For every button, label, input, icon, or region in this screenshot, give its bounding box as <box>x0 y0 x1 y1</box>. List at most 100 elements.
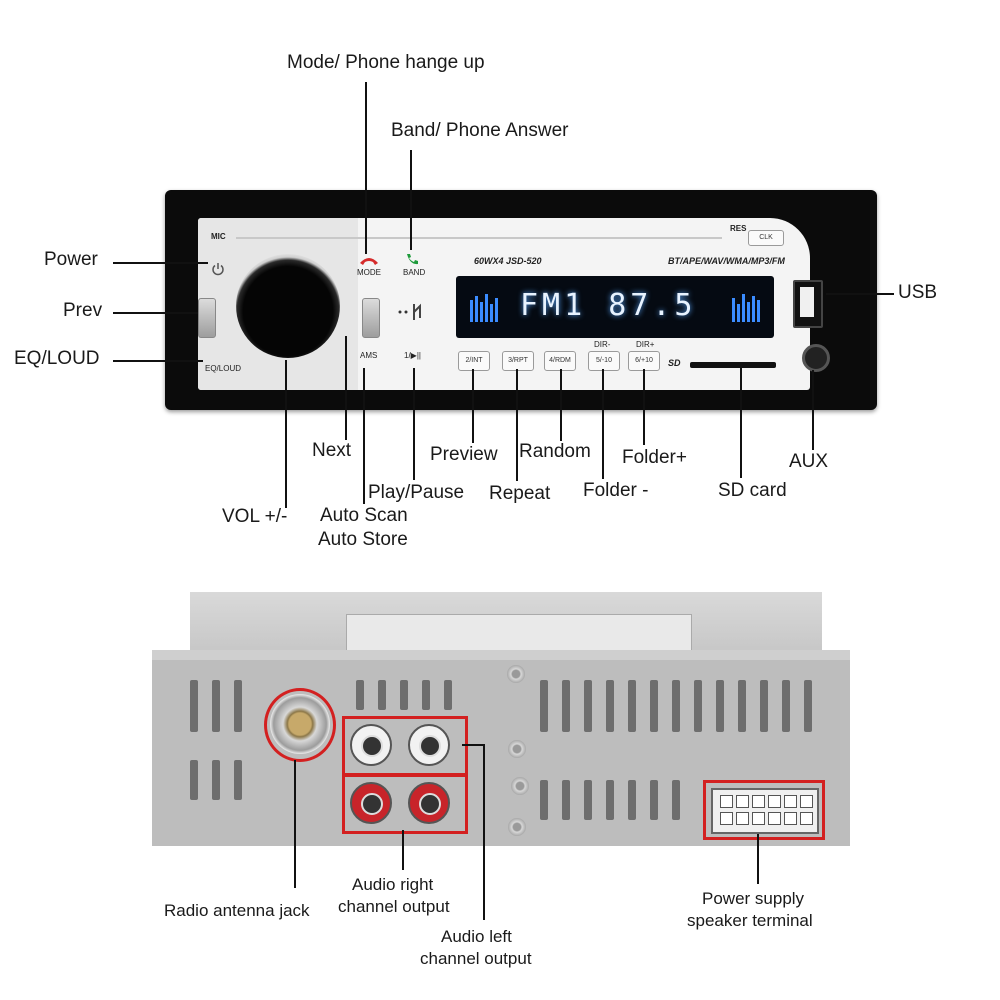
audio-left-rca-white-2[interactable] <box>408 724 450 766</box>
label-preview: Preview <box>430 444 498 465</box>
button-5-minus10[interactable]: 5/-10 <box>588 351 620 371</box>
vent-slot <box>540 780 548 820</box>
vent-slot <box>760 680 768 732</box>
audio-right-rca-red[interactable] <box>350 782 392 824</box>
button-3-label: 3/RPT <box>508 357 528 364</box>
button-5-label: 5/-10 <box>596 357 612 364</box>
vent-slot <box>672 780 680 820</box>
sd-card-slot[interactable] <box>690 362 776 368</box>
leader-audio-right <box>402 830 404 870</box>
screw <box>511 777 529 795</box>
vent-slot <box>378 680 386 710</box>
mic-label: MIC <box>211 232 226 241</box>
button-6-label: 6/+10 <box>635 357 653 364</box>
vent-slot <box>190 680 198 732</box>
label-power-2: speaker terminal <box>687 911 813 930</box>
volume-knob[interactable] <box>236 254 340 358</box>
label-random: Random <box>519 441 591 462</box>
usb-port-inner <box>800 287 814 317</box>
terminal-pin <box>752 812 765 825</box>
vent-slot <box>422 680 430 710</box>
vent-slot <box>738 680 746 732</box>
formats-label: BT/APE/WAV/WMA/MP3/FM <box>668 256 785 266</box>
audio-right-highlight <box>342 774 468 834</box>
leader-folder-plus <box>643 369 645 445</box>
leader-eq <box>113 360 203 362</box>
leader-repeat <box>516 369 518 481</box>
leader-next <box>345 336 347 440</box>
label-vol: VOL +/- <box>222 506 288 527</box>
label-power: Power <box>44 249 98 270</box>
clk-label: CLK <box>759 234 773 241</box>
label-audio-right-1: Audio right <box>352 875 434 894</box>
vent-slot <box>562 780 570 820</box>
label-usb: USB <box>898 282 938 303</box>
button-2-label: 2/INT <box>465 357 483 364</box>
vent-slot <box>356 680 364 710</box>
rca-pin <box>361 793 383 815</box>
button-6-plus10[interactable]: 6/+10 <box>628 351 660 371</box>
leader-sd <box>740 368 742 478</box>
vent-slot <box>584 780 592 820</box>
res-label: RES <box>730 224 747 233</box>
dir-minus-label: DIR- <box>594 340 611 349</box>
prev-button[interactable] <box>198 298 216 338</box>
vent-slot <box>628 780 636 820</box>
label-prev: Prev <box>63 300 103 321</box>
label-mode: Mode/ Phone hange up <box>287 52 485 73</box>
vent-slot <box>716 680 724 732</box>
label-audio-left-1: Audio left <box>441 927 512 946</box>
vent-slot <box>672 680 680 732</box>
button-4-rdm[interactable]: 4/RDM <box>544 351 576 371</box>
terminal-pin <box>800 795 813 808</box>
eq-bars-right <box>732 292 768 322</box>
dir-plus-label: DIR+ <box>636 340 655 349</box>
leader-random <box>560 369 562 441</box>
label-auto-store: Auto Store <box>318 529 408 550</box>
power-icon[interactable] <box>211 262 225 276</box>
phone-hangup-icon[interactable] <box>358 254 380 266</box>
leader-preview <box>472 369 474 443</box>
label-auto-scan: Auto Scan <box>320 505 408 526</box>
leader-usb <box>826 293 894 295</box>
leader-vol <box>285 360 287 508</box>
label-sd-card: SD card <box>718 480 787 501</box>
button-2-int[interactable]: 2/INT <box>458 351 490 371</box>
lcd-display <box>456 276 774 338</box>
leader-antenna <box>294 760 296 888</box>
vent-slot <box>628 680 636 732</box>
vent-slot <box>212 760 220 800</box>
terminal-pin <box>768 812 781 825</box>
leader-mode <box>365 82 367 254</box>
label-audio-right-2: channel output <box>338 897 450 916</box>
rca-pin <box>361 735 383 757</box>
audio-right-rca-red-2[interactable] <box>408 782 450 824</box>
screw <box>508 818 526 836</box>
vent-slot <box>234 760 242 800</box>
vent-slot <box>540 680 548 732</box>
eq-bars-left <box>470 292 506 322</box>
vent-slot <box>650 680 658 732</box>
band-label: BAND <box>403 268 426 277</box>
audio-left-rca-white[interactable] <box>350 724 392 766</box>
rca-pin <box>419 735 441 757</box>
label-antenna: Radio antenna jack <box>164 901 310 920</box>
mode-label: MODE <box>357 268 381 277</box>
aux-jack[interactable] <box>802 344 830 372</box>
terminal-pin <box>768 795 781 808</box>
vent-slot <box>190 760 198 800</box>
next-button[interactable] <box>362 298 380 338</box>
leader-aux <box>812 370 814 450</box>
vent-slot <box>782 680 790 732</box>
vent-slot <box>562 680 570 732</box>
rca-pin <box>419 793 441 815</box>
clk-button[interactable]: CLK <box>748 230 784 246</box>
button-3-rpt[interactable]: 3/RPT <box>502 351 534 371</box>
label-power-1: Power supply <box>702 889 805 908</box>
button-4-label: 4/RDM <box>549 357 571 364</box>
label-repeat: Repeat <box>489 483 551 504</box>
leader-band <box>410 150 412 250</box>
vent-slot <box>804 680 812 732</box>
phone-answer-icon[interactable] <box>404 252 420 266</box>
model-label: 60WX4 JSD-520 <box>474 256 542 266</box>
